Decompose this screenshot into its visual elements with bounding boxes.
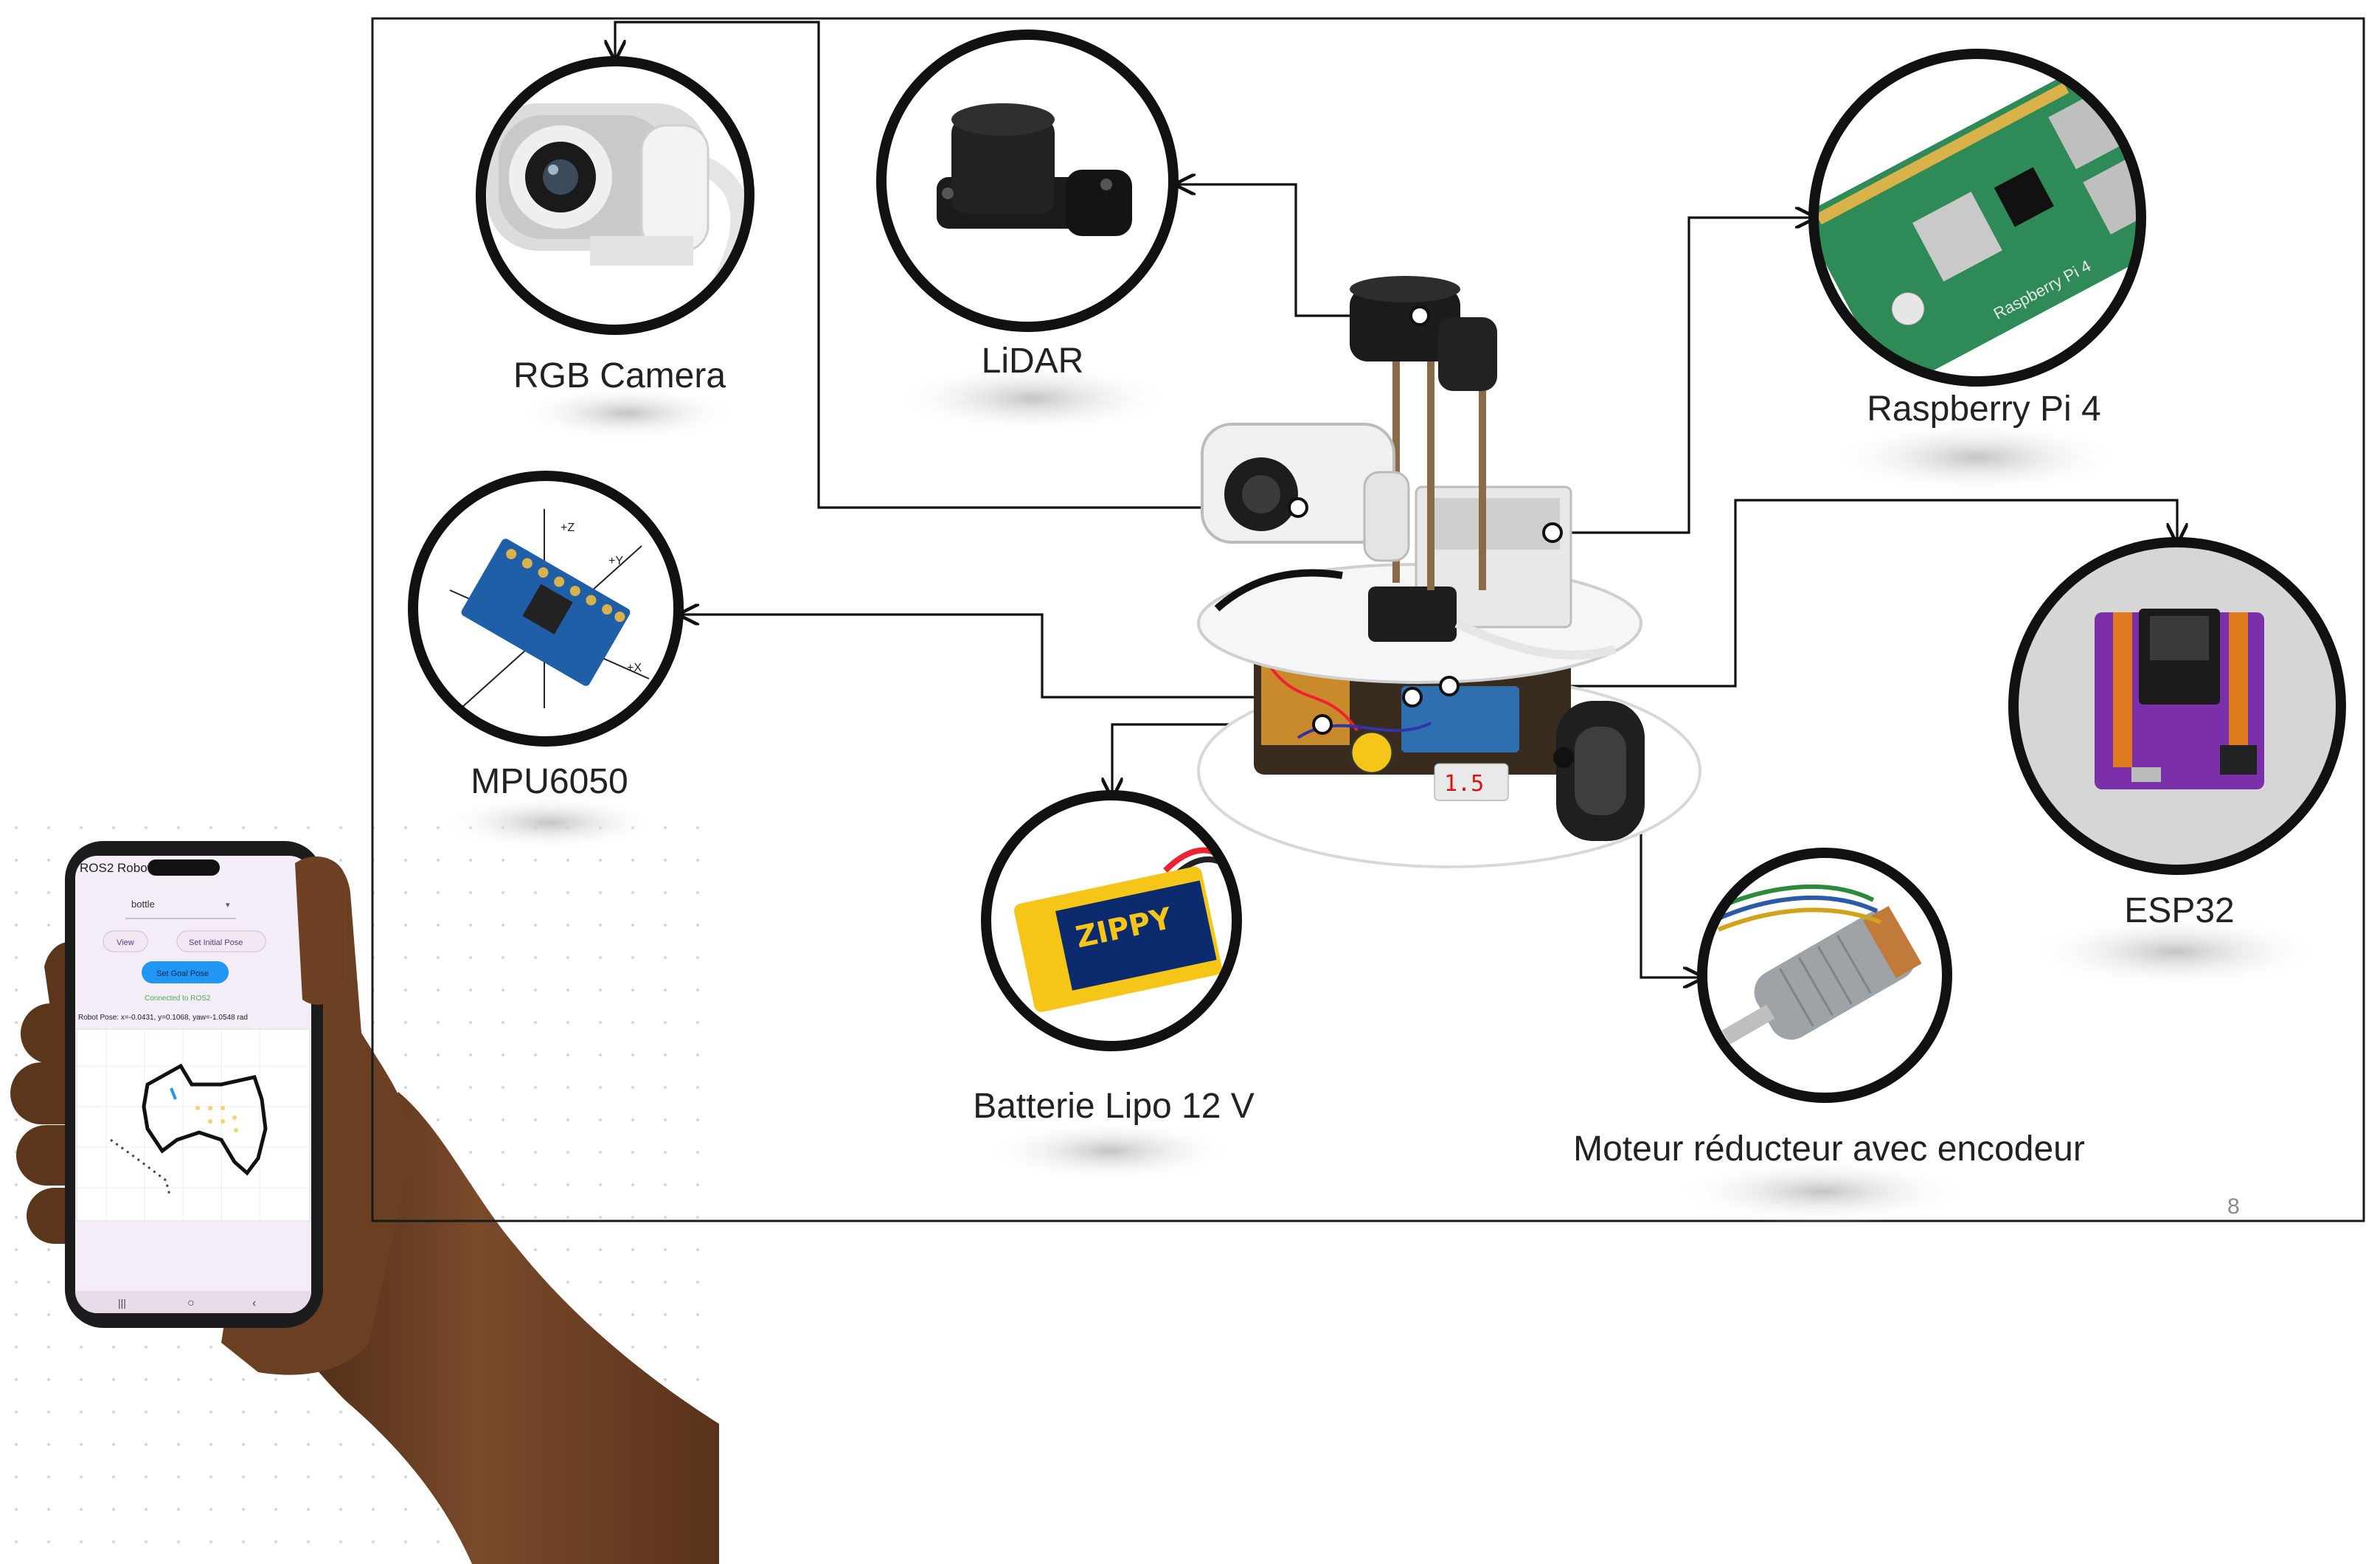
component-rgb-camera: RGB Camera [476, 56, 754, 395]
component-esp32: ESP32 [2008, 537, 2346, 930]
view-button-label: View [117, 938, 134, 947]
anchor-points [1288, 305, 1574, 768]
anchor-motor [1553, 747, 1574, 768]
raspberry-pi-board-icon: Raspberry Pi 4 [1814, 68, 2141, 381]
anchor-esp32 [1439, 676, 1460, 696]
nav-home-icon[interactable]: ○ [187, 1297, 195, 1309]
anchor-mpu6050 [1402, 687, 1423, 707]
anchor-battery [1312, 714, 1333, 735]
label-lidar: LiDAR [982, 342, 1084, 381]
svg-text:+Z: +Z [561, 522, 575, 534]
esp32-board-icon [2095, 609, 2264, 789]
phone-panel: ROS2 Robot bottle ▾ View Set Initial Pos… [0, 823, 719, 1564]
anchor-rpi [1542, 522, 1563, 543]
connector-mpu6050 [680, 615, 1412, 699]
svg-text:+Y: +Y [608, 555, 623, 567]
lidar-sensor-icon [937, 103, 1132, 236]
app-title: ROS2 Robot [80, 861, 151, 875]
set-initial-pose-label: Set Initial Pose [189, 938, 243, 947]
chevron-down-icon: ▾ [226, 901, 230, 910]
nav-recent-icon[interactable]: ||| [118, 1297, 126, 1309]
label-rgb-camera: RGB Camera [513, 356, 726, 395]
label-battery: Batterie Lipo 12 V [973, 1087, 1255, 1126]
connection-status: Connected to ROS2 [145, 994, 211, 1003]
dynamic-island [148, 859, 220, 876]
lipo-battery-icon: ZIPPY [1013, 847, 1236, 1012]
robot-pose-readout: Robot Pose: x=-0.0431, y=0.1068, yaw=-1.… [78, 1014, 248, 1022]
component-mpu6050: +Z +Y +X MPU6050 [408, 471, 684, 801]
imu-module-icon: +Z +Y +X [449, 509, 650, 709]
label-shadows [439, 363, 2323, 1224]
svg-text:+X: +X [627, 662, 642, 674]
webcam-icon [487, 103, 749, 285]
set-initial-pose-button[interactable] [176, 930, 266, 952]
slide-number: 8 [2227, 1194, 2240, 1219]
diagram-frame [371, 17, 2365, 1222]
connector-lines [615, 21, 2177, 977]
component-motor: Moteur réducteur avec encodeur [1573, 848, 2085, 1169]
connector-rpi [1552, 218, 1814, 534]
nav-back-icon[interactable]: ‹ [252, 1297, 256, 1309]
thumb [295, 857, 347, 1005]
occupancy-map[interactable] [76, 1028, 310, 1222]
gear-motor-icon [1717, 884, 1922, 1045]
label-raspberry-pi: Raspberry Pi 4 [1867, 390, 2100, 429]
robot-icon: 1.5 [1197, 276, 1701, 868]
label-esp32: ESP32 [2124, 891, 2234, 930]
object-dropdown[interactable]: bottle [131, 899, 155, 910]
nav-bar [75, 1291, 311, 1313]
connector-camera [615, 21, 1298, 509]
label-motor: Moteur réducteur avec encodeur [1573, 1129, 2085, 1169]
label-mpu6050: MPU6050 [471, 762, 628, 801]
component-battery: ZIPPY Batterie Lipo 12 V [973, 790, 1255, 1126]
component-lidar: LiDAR [876, 30, 1179, 381]
svg-text:1.5: 1.5 [1444, 771, 1484, 797]
connector-esp32 [1449, 499, 2177, 688]
set-goal-pose-button[interactable] [142, 961, 229, 983]
anchor-camera [1288, 497, 1308, 518]
view-button[interactable] [103, 930, 148, 952]
component-raspberry-pi: Raspberry Pi 4 Raspberry Pi 4 [1808, 49, 2146, 429]
set-goal-pose-label: Set Goal Pose [156, 969, 209, 978]
anchor-lidar [1409, 305, 1430, 326]
